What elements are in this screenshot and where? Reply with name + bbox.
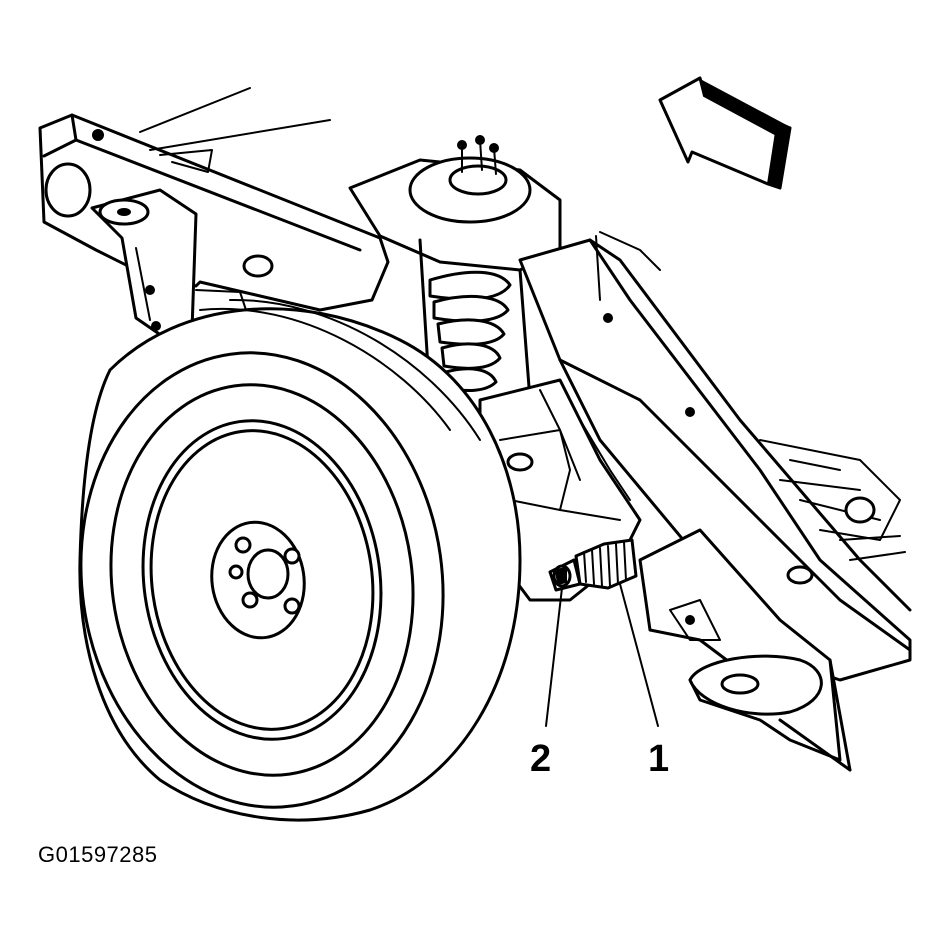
leader-line-2 bbox=[545, 587, 563, 727]
figure-id-label: G01597285 bbox=[38, 842, 158, 867]
wheel-assembly bbox=[78, 298, 522, 822]
crossmember bbox=[38, 87, 390, 342]
tie-rod-end bbox=[548, 558, 582, 592]
tie-rod-boot bbox=[574, 538, 638, 590]
frame-rail bbox=[518, 231, 912, 772]
leader-line-1 bbox=[619, 583, 659, 727]
callout-1-label: 1 bbox=[648, 738, 670, 780]
callout-2-label: 2 bbox=[530, 738, 552, 780]
forward-arrow-icon bbox=[658, 76, 792, 190]
